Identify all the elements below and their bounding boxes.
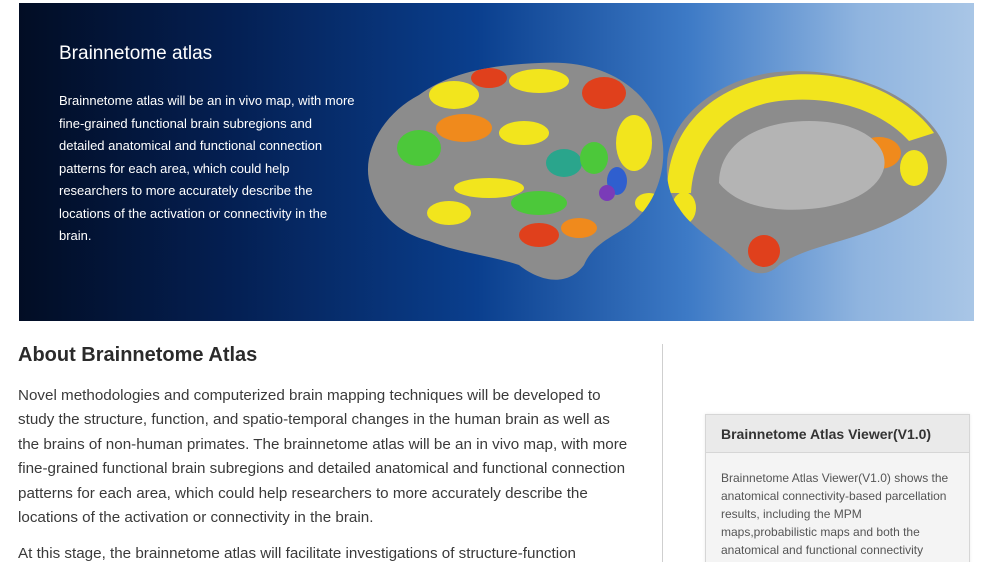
article-paragraph: At this stage, the brainnetome atlas wil… — [18, 545, 576, 562]
article-paragraph: Novel methodologies and computerized bra… — [18, 387, 628, 527]
hero-banner: Brainnetome atlas Brainnetome atlas will… — [19, 3, 974, 321]
atlas-viewer-widget-body: Brainnetome Atlas Viewer(V1.0) shows the… — [721, 471, 949, 562]
article-title: About Brainnetome Atlas — [18, 344, 258, 366]
atlas-viewer-widget-title[interactable]: Brainnetome Atlas Viewer(V1.0) — [706, 415, 969, 453]
hero-title: Brainnetome atlas — [59, 43, 213, 64]
brain-parcellation-image — [367, 62, 947, 280]
left-regions — [397, 68, 663, 247]
atlas-viewer-widget: Brainnetome Atlas Viewer(V1.0) Brainneto… — [705, 414, 970, 562]
column-divider — [662, 344, 663, 562]
hero-description: Brainnetome atlas will be an in vivo map… — [59, 93, 355, 243]
